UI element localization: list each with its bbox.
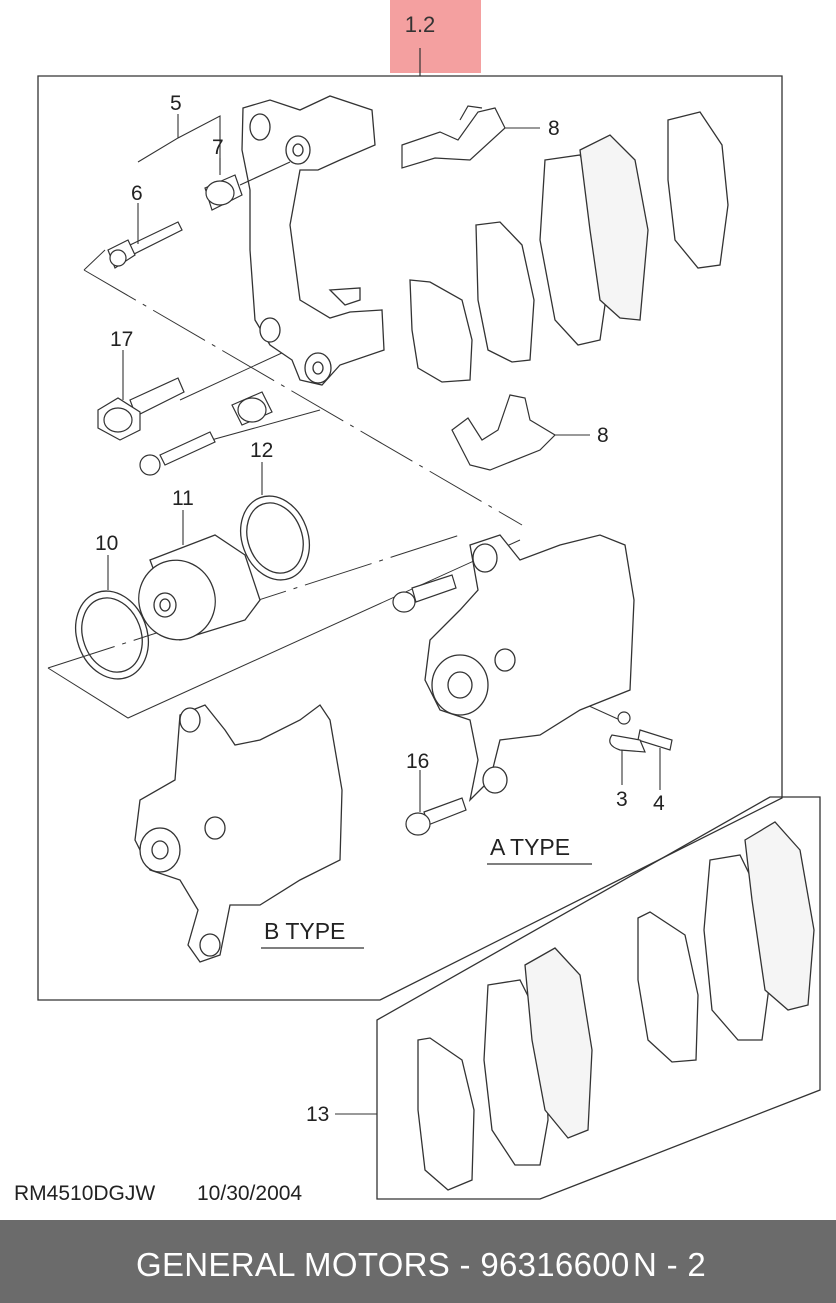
- header-tag-label: 1.2: [405, 12, 436, 37]
- main-kit-frame: [37, 75, 783, 1001]
- callout-3: 3: [616, 788, 628, 811]
- callout-4: 4: [653, 792, 665, 815]
- caliper-bracket: [241, 95, 385, 386]
- footer-brand: GENERAL MOTORS - 96316600: [136, 1246, 630, 1283]
- label-a-type: A TYPE: [490, 834, 570, 860]
- callout-13: 13: [306, 1103, 329, 1126]
- callout-10: 10: [95, 532, 118, 555]
- guide-pin-boot-upper: [204, 161, 291, 211]
- callout-12: 12: [250, 439, 273, 462]
- bleeder-screw: [609, 711, 673, 753]
- guide-bolt-a-upper: [392, 574, 457, 613]
- caliper-a-type: [424, 534, 635, 802]
- piston-seal-12: [240, 495, 310, 581]
- guide-pin-upper: [107, 221, 183, 269]
- callout-7: 7: [212, 136, 224, 159]
- callout-17: 17: [110, 328, 133, 351]
- callout-16: 16: [406, 750, 429, 773]
- pad-clip-lower: [451, 394, 556, 471]
- dust-boot-10: [75, 590, 149, 680]
- brake-pad-set-main: [409, 111, 729, 383]
- guide-bolt-16: [405, 797, 467, 836]
- callout-8-lower: 8: [597, 424, 609, 447]
- doc-date: 10/30/2004: [197, 1182, 302, 1205]
- pad-kit-frame: [376, 796, 821, 1200]
- pad-clip-upper: [401, 105, 506, 169]
- label-b-type: B TYPE: [264, 918, 345, 944]
- brake-pad-set-13: [417, 821, 815, 1191]
- footer-bar: GENERAL MOTORS - 96316600 N - 2: [0, 1220, 836, 1303]
- guide-bolt-17: [97, 377, 185, 441]
- header-tag-box: [390, 0, 481, 73]
- doc-code: RM4510DGJW: [14, 1182, 155, 1205]
- caliper-piston-11: [138, 534, 261, 641]
- caliper-b-type: [134, 704, 343, 963]
- callout-5: 5: [170, 92, 182, 115]
- callout-11: 11: [172, 487, 194, 510]
- footer-page: N - 2: [633, 1246, 707, 1283]
- guide-pin-lower: [139, 391, 273, 476]
- callout-8-upper: 8: [548, 117, 560, 140]
- callout-leaders: [107, 114, 661, 1115]
- callout-6: 6: [131, 182, 143, 205]
